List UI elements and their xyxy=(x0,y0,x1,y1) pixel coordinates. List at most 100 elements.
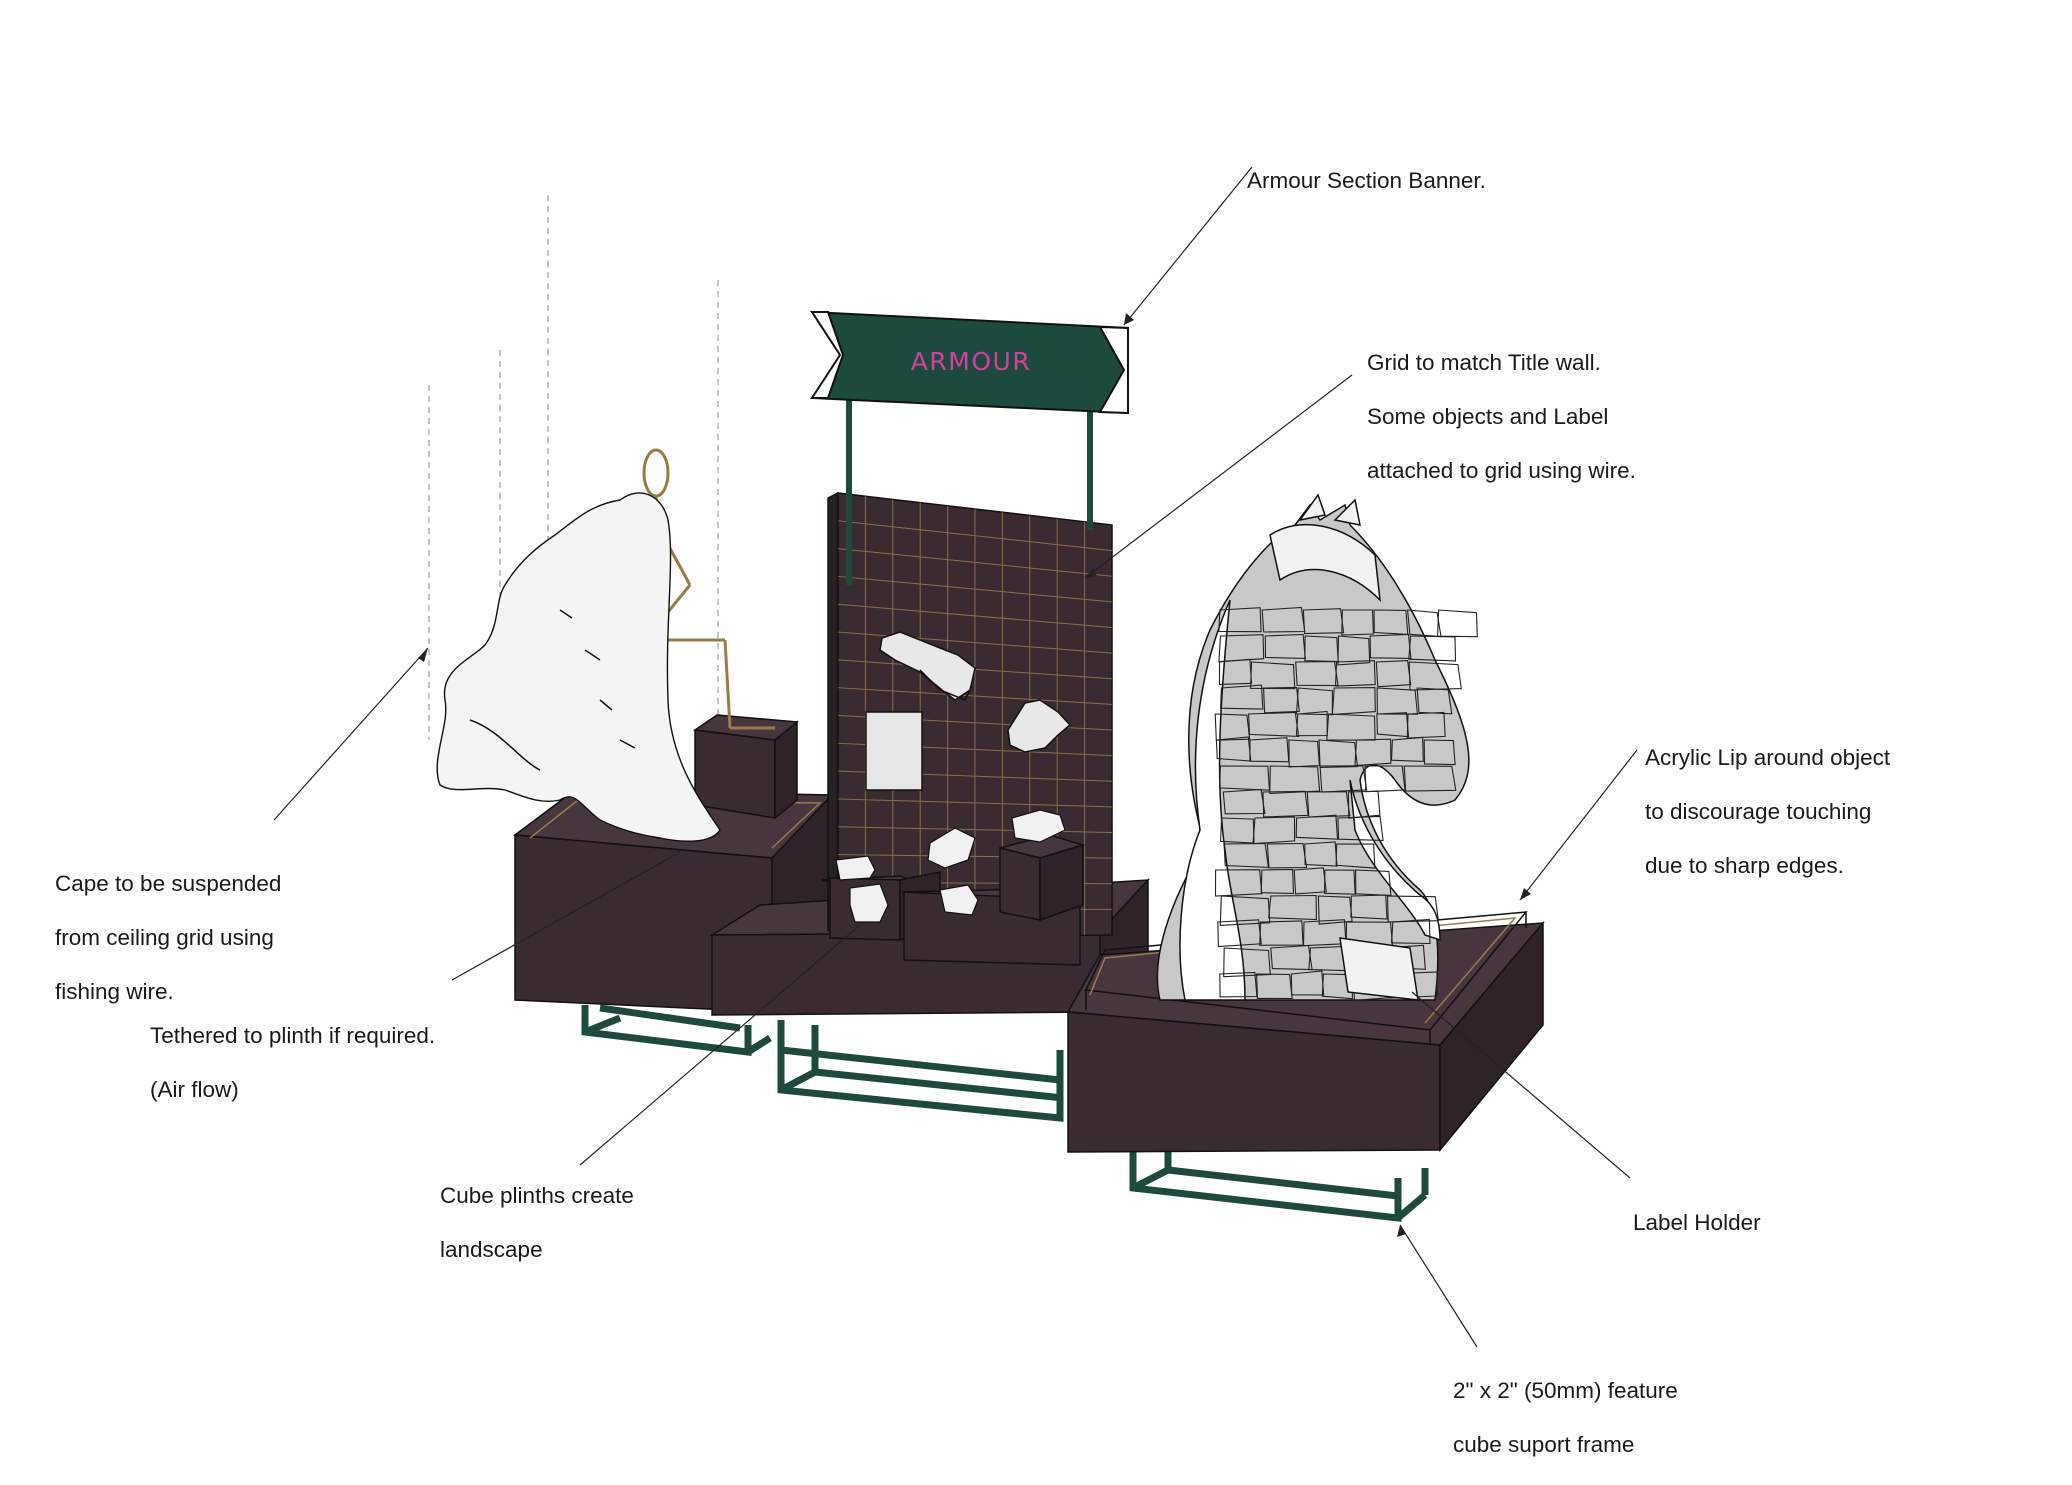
annotation-line: Label Holder xyxy=(1633,1210,1761,1235)
grid-line xyxy=(837,603,1113,628)
scale-plate xyxy=(1222,788,1266,815)
cube-plinth-small xyxy=(692,714,799,820)
leader-arrowheads xyxy=(418,313,1531,1237)
banner-posts xyxy=(846,400,1093,585)
annotation-line: fishing wire. xyxy=(55,979,174,1004)
annotation-line: from ceiling grid using xyxy=(55,925,274,950)
scale-plate xyxy=(1337,815,1384,841)
scale-plate xyxy=(1334,660,1376,687)
annotation-line: 2" x 2" (50mm) feature xyxy=(1453,1378,1678,1403)
scale-plate xyxy=(1436,609,1478,638)
scale-plate xyxy=(1335,843,1376,869)
annotation-line: Some objects and Label xyxy=(1367,404,1609,429)
scale-plate xyxy=(1269,765,1321,794)
annotation-cape: Cape to be suspended from ceiling grid u… xyxy=(55,843,281,1032)
support-frame-right xyxy=(1129,1148,1429,1222)
grid-line xyxy=(837,548,1113,577)
scale-plate xyxy=(1331,687,1376,716)
scale-plate xyxy=(1218,607,1262,633)
grid-line xyxy=(837,575,1113,603)
annotation-line: to discourage touching xyxy=(1645,799,1872,824)
scale-plate xyxy=(1341,609,1374,636)
scale-plate xyxy=(1408,661,1462,691)
wall-label-panel xyxy=(865,711,923,791)
scale-plate xyxy=(1223,842,1270,868)
annotation-line: attached to grid using wire. xyxy=(1367,458,1636,483)
scale-plate xyxy=(1266,842,1308,869)
annotation-line: Cape to be suspended xyxy=(55,871,282,896)
armour-banner: ARMOUR xyxy=(809,310,1129,415)
annotation-tether: Tethered to plinth if required. (Air flo… xyxy=(150,995,435,1130)
scale-plate xyxy=(1256,973,1293,1000)
scale-plate xyxy=(1288,739,1320,768)
scale-plate xyxy=(1355,869,1392,896)
scale-plate xyxy=(1321,973,1353,1000)
annotation-grid-wall: Grid to match Title wall. Some objects a… xyxy=(1367,322,1636,511)
scale-plate xyxy=(1214,713,1251,741)
scale-plate xyxy=(1318,739,1359,768)
scale-plate xyxy=(1214,869,1263,897)
support-frame-left xyxy=(581,1004,772,1056)
annotation-line: Armour Section Banner. xyxy=(1247,168,1486,193)
scale-plate xyxy=(1220,684,1264,710)
grid-line xyxy=(837,520,1113,552)
scale-plate xyxy=(1302,608,1345,635)
scale-plate xyxy=(1252,816,1296,845)
gauntlet-object-left xyxy=(879,631,976,701)
scale-plate xyxy=(1263,686,1300,714)
annotation-line: Acrylic Lip around object xyxy=(1645,745,1891,770)
scale-plate xyxy=(1317,895,1353,925)
cape-object xyxy=(436,492,721,842)
leader-lines xyxy=(273,166,1638,1348)
scale-plate xyxy=(1337,635,1371,666)
scale-plate xyxy=(1369,633,1412,659)
scale-plate xyxy=(1354,738,1392,767)
annotation-label-holder: Label Holder xyxy=(1633,1182,1761,1263)
annotation-line: landscape xyxy=(440,1237,543,1262)
annotation-line: Cube plinths create xyxy=(440,1183,634,1208)
label-holder xyxy=(1339,937,1419,1001)
annotation-line: (Air flow) xyxy=(150,1077,239,1102)
grid-line xyxy=(837,798,1113,808)
annotation-line: Tethered to plinth if required. xyxy=(150,1023,436,1048)
scale-plate xyxy=(1290,970,1325,996)
annotation-line: due to sharp edges. xyxy=(1645,853,1844,878)
horse-head-sculpture xyxy=(1156,493,1478,1001)
grid-line xyxy=(837,631,1113,654)
gauntlet-object-right xyxy=(1007,699,1072,753)
scale-plate xyxy=(1219,895,1271,926)
scale-plate xyxy=(1416,687,1453,715)
scale-plate xyxy=(1390,736,1424,762)
scale-plate xyxy=(1390,918,1431,945)
scale-plate xyxy=(1375,660,1412,688)
scale-plate xyxy=(1423,739,1456,766)
scale-plate xyxy=(1406,711,1446,739)
scale-plate xyxy=(1248,711,1300,737)
scale-plate xyxy=(1386,895,1440,923)
scale-plate xyxy=(1403,765,1457,792)
scale-plate xyxy=(1218,634,1265,663)
annotation-line: Grid to match Title wall. xyxy=(1367,350,1601,375)
scale-plate xyxy=(1319,765,1368,793)
scale-plate xyxy=(1268,894,1317,921)
relic-objects xyxy=(835,809,1066,923)
grid-line xyxy=(837,826,1113,833)
scale-plate xyxy=(1260,868,1295,894)
annotation-cube-plinths: Cube plinths create landscape xyxy=(440,1155,634,1290)
scale-plate xyxy=(1408,635,1457,662)
scale-plate xyxy=(1347,790,1381,819)
scale-plate xyxy=(1350,894,1388,920)
scale-plate xyxy=(1262,790,1309,818)
scale-plate xyxy=(1293,867,1327,895)
scale-plate xyxy=(1306,791,1351,818)
scale-plate xyxy=(1295,814,1339,840)
scale-plate xyxy=(1304,841,1338,867)
annotation-acrylic-lip: Acrylic Lip around object to discourage … xyxy=(1645,717,1890,906)
scale-plate xyxy=(1376,687,1419,715)
annotation-line: cube suport frame xyxy=(1453,1432,1635,1457)
scale-plate xyxy=(1250,661,1296,690)
annotation-armour-banner: Armour Section Banner. xyxy=(1247,140,1486,221)
banner-title: ARMOUR xyxy=(911,347,1031,376)
